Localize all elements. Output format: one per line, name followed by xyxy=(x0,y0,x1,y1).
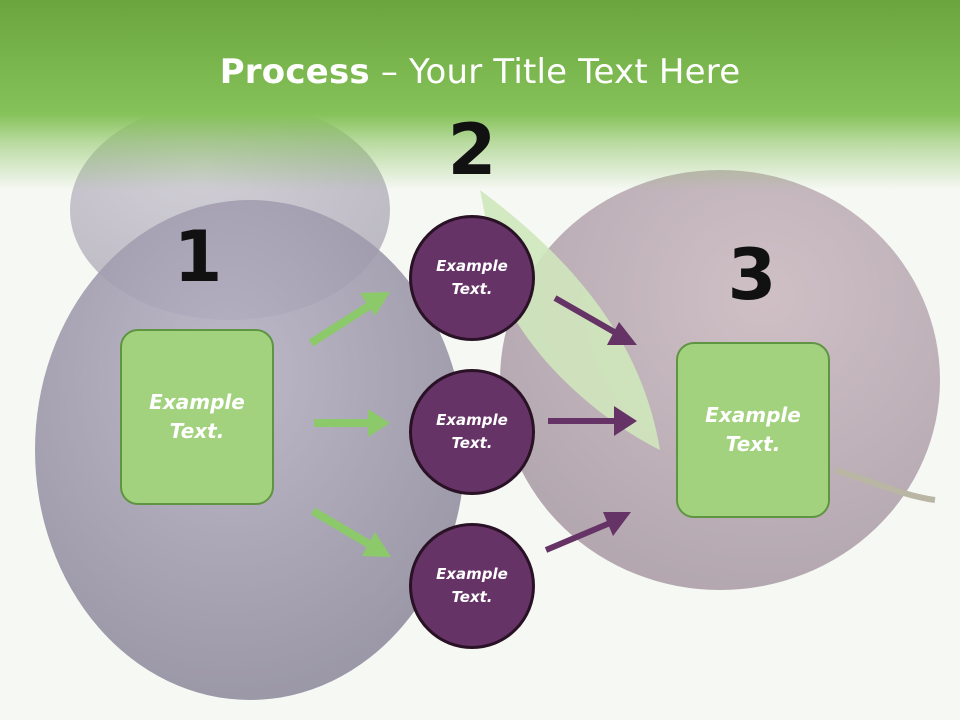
step-3-box: Example Text. xyxy=(676,342,830,518)
arrow-top-to-3 xyxy=(553,295,637,345)
step-2-circle-middle-text: Example Text. xyxy=(436,410,508,452)
arrow-middle-to-3 xyxy=(548,406,637,436)
step-2-circle-bottom: Example Text. xyxy=(409,523,535,649)
step-1-box: Example Text. xyxy=(120,329,274,505)
arrow-bottom-to-3 xyxy=(544,512,631,553)
title-rest: – Your Title Text Here xyxy=(369,52,741,92)
title-bold: Process xyxy=(219,52,370,92)
step-1-number: 1 xyxy=(173,216,223,298)
arrow-1-to-bottom xyxy=(310,507,391,557)
step-2-number: 2 xyxy=(447,109,497,191)
step-3-text: Example Text. xyxy=(705,403,801,456)
step-2-circle-top: Example Text. xyxy=(409,215,535,341)
header-band xyxy=(0,0,960,190)
step-2-circle-middle: Example Text. xyxy=(409,369,535,495)
step-1-text: Example Text. xyxy=(149,390,245,443)
step-2-circle-bottom-text: Example Text. xyxy=(436,564,508,606)
step-3-number: 3 xyxy=(727,234,777,316)
arrow-1-to-top xyxy=(308,292,390,347)
arrow-1-to-middle xyxy=(314,409,390,437)
step-2-circle-top-text: Example Text. xyxy=(436,256,508,298)
page-title: Process – Your Title Text Here xyxy=(0,52,960,92)
